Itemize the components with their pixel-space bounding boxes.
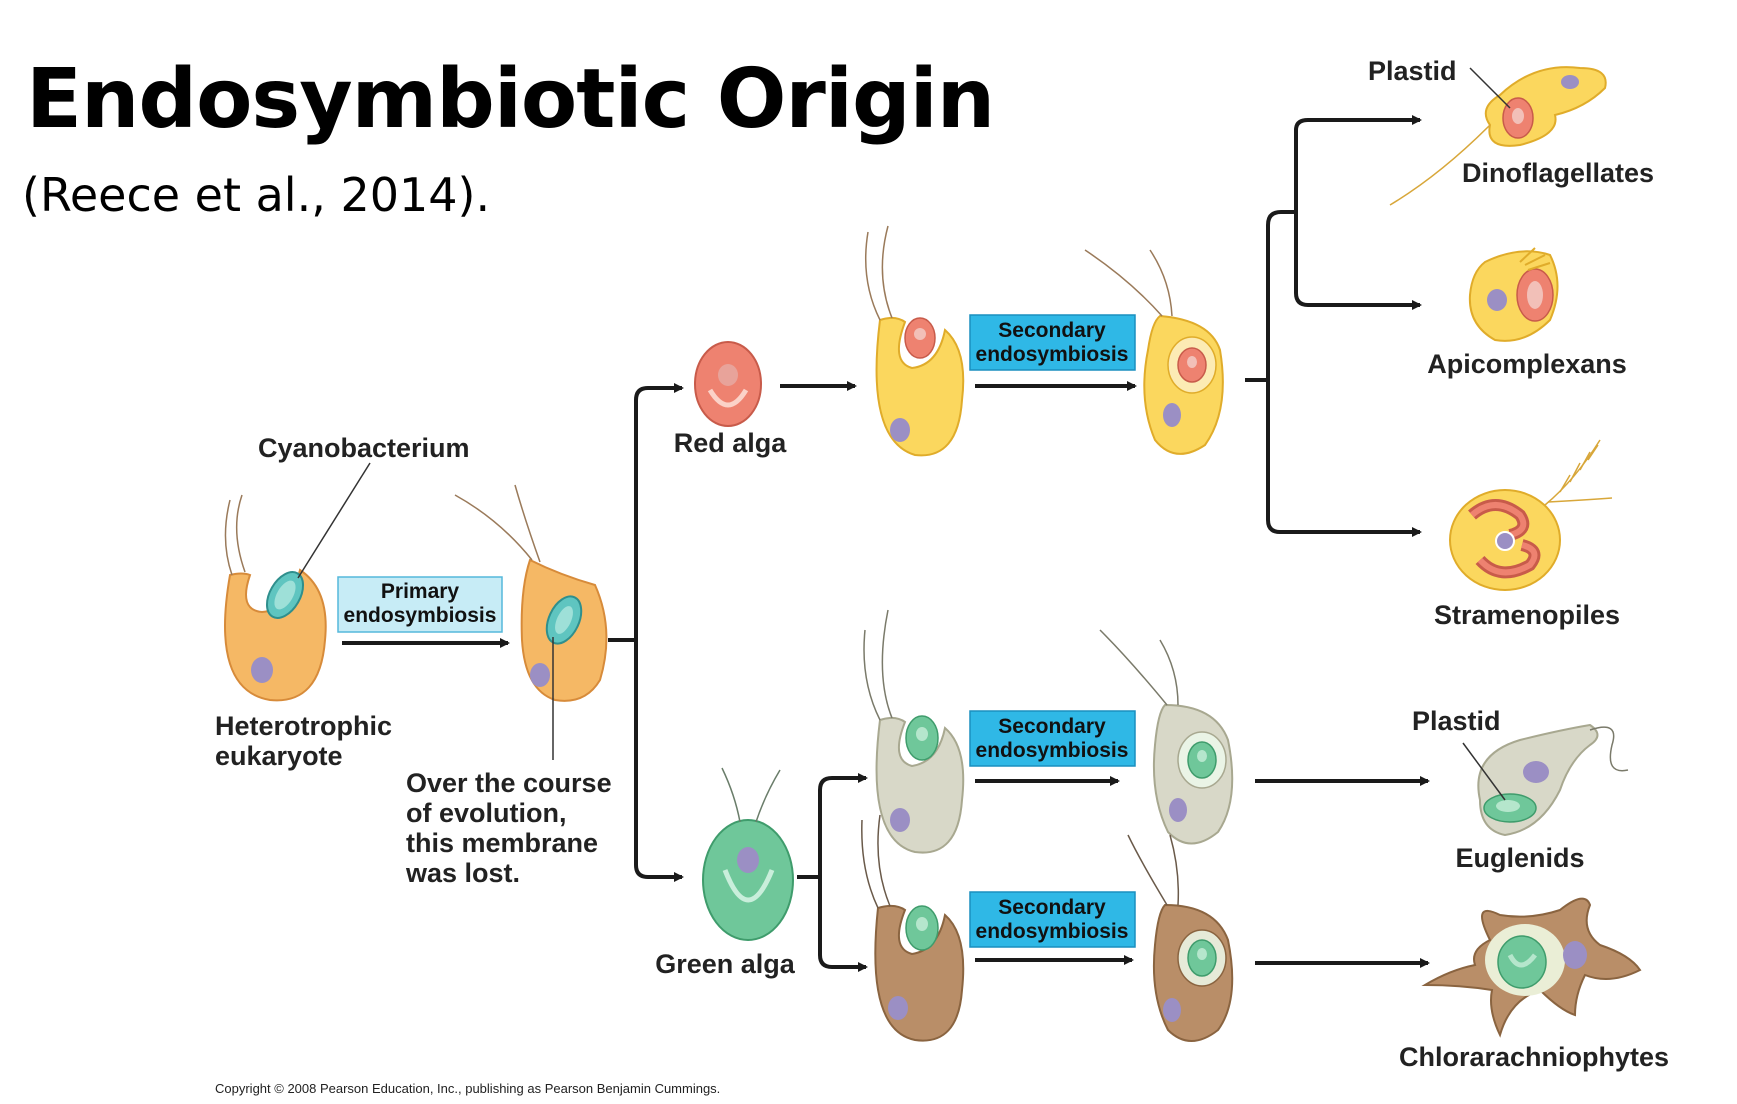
pointer-cyanobacterium bbox=[297, 462, 371, 579]
secondary-endosymbiosis-box-gray: Secondary endosymbiosis bbox=[969, 710, 1136, 767]
note-line3: this membrane bbox=[406, 828, 598, 858]
euglenid-cell bbox=[1477, 723, 1629, 837]
secondary-red-line1: Secondary bbox=[998, 319, 1106, 342]
arrow-green-to-brown-host bbox=[818, 877, 868, 972]
pointer-lines bbox=[297, 67, 1511, 801]
arrow-green-to-gray-host bbox=[818, 773, 868, 877]
brown-host-engulfing-green-alga bbox=[861, 814, 965, 1042]
label-plastid-top: Plastid bbox=[1368, 56, 1457, 86]
label-green-alga: Green alga bbox=[655, 949, 796, 979]
arrow-to-apicomplexans bbox=[1294, 212, 1422, 310]
note-line1: Over the course bbox=[406, 768, 612, 798]
brown-host-secondary-plastid bbox=[1127, 834, 1234, 1042]
secondary-brown-line2: endosymbiosis bbox=[976, 920, 1129, 943]
yellow-host-secondary-plastid bbox=[1084, 249, 1224, 455]
label-chlorarachniophytes: Chlorarachniophytes bbox=[1399, 1042, 1669, 1072]
pointer-plastid-top bbox=[1469, 67, 1511, 109]
arrow-to-red-alga bbox=[634, 383, 684, 640]
stramenopile-cell bbox=[1449, 439, 1613, 591]
slide-subtitle: (Reece et al., 2014). bbox=[22, 168, 491, 222]
note-line2: of evolution, bbox=[406, 798, 566, 828]
green-alga-cell bbox=[702, 767, 794, 941]
arrow-to-stramenopiles bbox=[1266, 380, 1422, 537]
arrows bbox=[342, 115, 1430, 972]
dinoflagellate-cell bbox=[1389, 66, 1607, 206]
label-plastid-bottom: Plastid bbox=[1412, 706, 1501, 736]
apicomplexan-cell bbox=[1468, 247, 1559, 342]
primary-endosymbiosis-box: Primary endosymbiosis bbox=[337, 576, 503, 633]
arrow-to-dinoflagellates bbox=[1266, 115, 1422, 380]
label-heterotrophic-line2: eukaryote bbox=[215, 741, 343, 771]
red-alga-cell bbox=[694, 341, 762, 427]
label-red-alga: Red alga bbox=[674, 428, 788, 458]
gray-host-secondary-plastid bbox=[1099, 629, 1234, 845]
secondary-red-line2: endosymbiosis bbox=[976, 343, 1129, 366]
yellow-host-engulfing-red-alga bbox=[864, 225, 965, 457]
secondary-gray-line2: endosymbiosis bbox=[976, 739, 1129, 762]
arrow-to-green-alga bbox=[634, 640, 684, 882]
label-stramenopiles: Stramenopiles bbox=[1434, 600, 1620, 630]
chlorarachniophyte-cell bbox=[1421, 897, 1642, 1038]
primary-box-line1: Primary bbox=[381, 580, 460, 603]
secondary-gray-line1: Secondary bbox=[998, 715, 1106, 738]
label-cyanobacterium: Cyanobacterium bbox=[258, 433, 470, 463]
secondary-endosymbiosis-box-red: Secondary endosymbiosis bbox=[969, 314, 1136, 371]
primary-box-line2: endosymbiosis bbox=[344, 604, 497, 627]
slide-title: Endosymbiotic Origin bbox=[26, 52, 995, 147]
primary-endosymbiont-cell bbox=[454, 484, 608, 702]
pointer-plastid-bottom bbox=[1462, 742, 1506, 801]
label-apicomplexans: Apicomplexans bbox=[1427, 349, 1627, 379]
secondary-brown-line1: Secondary bbox=[998, 896, 1106, 919]
label-heterotrophic-line1: Heterotrophic bbox=[215, 711, 392, 741]
note-line4: was lost. bbox=[405, 858, 520, 888]
label-dinoflagellates: Dinoflagellates bbox=[1462, 158, 1654, 188]
copyright-notice: Copyright © 2008 Pearson Education, Inc.… bbox=[215, 1081, 720, 1096]
heterotrophic-eukaryote-cell bbox=[224, 494, 327, 702]
cyanobacterium-cell bbox=[265, 571, 305, 619]
secondary-endosymbiosis-box-brown: Secondary endosymbiosis bbox=[969, 891, 1136, 948]
label-euglenids: Euglenids bbox=[1455, 843, 1584, 873]
gray-host-engulfing-green-alga bbox=[863, 609, 965, 854]
